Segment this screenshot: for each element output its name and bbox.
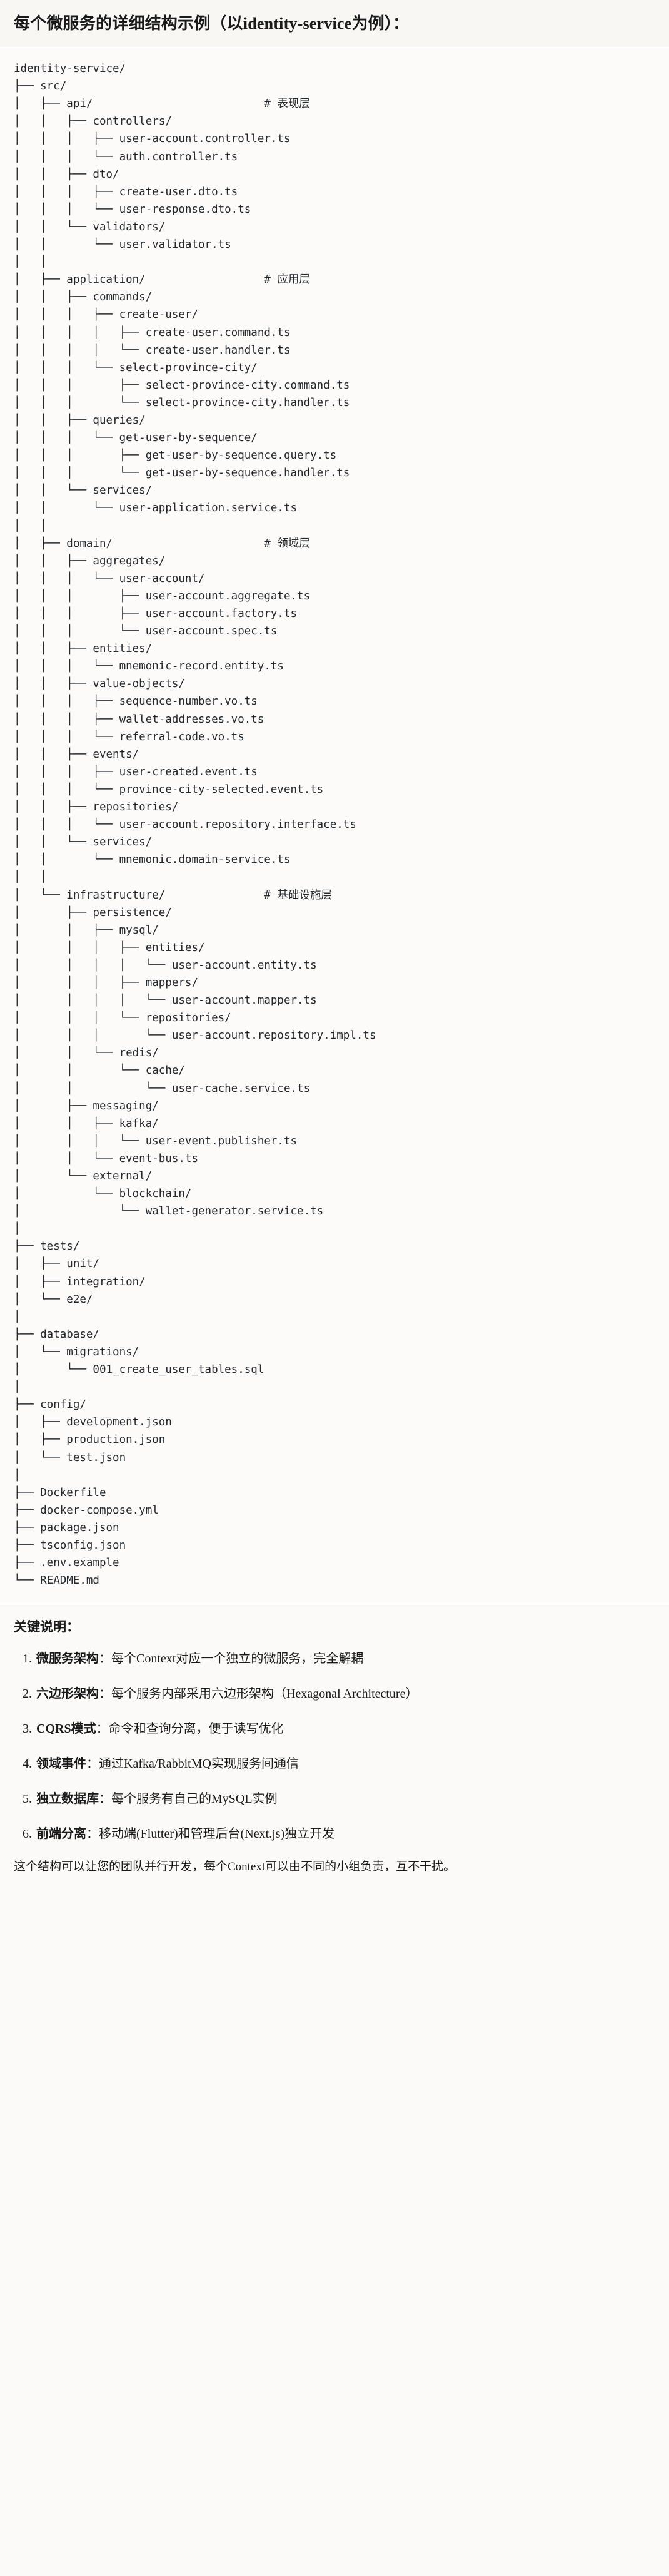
list-item: CQRS模式：命令和查询分离，便于读写优化 — [35, 1720, 655, 1738]
note-separator: ： — [99, 1651, 111, 1666]
key-notes-section: 关键说明： 微服务架构：每个Context对应一个独立的微服务，完全解耦 六边形… — [0, 1606, 669, 1893]
note-separator: ： — [86, 1756, 99, 1771]
note-term: 领域事件 — [36, 1756, 86, 1771]
list-item: 独立数据库：每个服务有自己的MySQL实例 — [35, 1790, 655, 1808]
directory-tree: identity-service/ ├── src/ │ ├── api/ # … — [14, 63, 376, 1587]
note-separator: ： — [99, 1686, 111, 1701]
key-notes-list: 微服务架构：每个Context对应一个独立的微服务，完全解耦 六边形架构：每个服… — [14, 1650, 655, 1843]
note-separator: ： — [99, 1791, 111, 1806]
note-description: 每个服务内部采用六边形架构（Hexagonal Architecture） — [111, 1686, 418, 1701]
list-item: 前端分离：移动端(Flutter)和管理后台(Next.js)独立开发 — [35, 1825, 655, 1843]
note-description: 每个Context对应一个独立的微服务，完全解耦 — [111, 1651, 364, 1666]
note-description: 通过Kafka/RabbitMQ实现服务间通信 — [99, 1756, 299, 1771]
note-description: 移动端(Flutter)和管理后台(Next.js)独立开发 — [99, 1826, 335, 1841]
page-title: 每个微服务的详细结构示例（以identity-service为例）： — [14, 14, 410, 33]
closing-paragraph: 这个结构可以让您的团队并行开发，每个Context可以由不同的小组负责，互不干扰… — [14, 1860, 456, 1873]
note-term: CQRS模式 — [36, 1721, 96, 1736]
list-item: 领域事件：通过Kafka/RabbitMQ实现服务间通信 — [35, 1755, 655, 1773]
note-description: 每个服务有自己的MySQL实例 — [111, 1791, 278, 1806]
list-item: 六边形架构：每个服务内部采用六边形架构（Hexagonal Architectu… — [35, 1685, 655, 1703]
key-notes-heading: 关键说明： — [14, 1619, 79, 1635]
note-term: 前端分离 — [36, 1826, 86, 1841]
note-separator: ： — [96, 1721, 109, 1736]
note-separator: ： — [86, 1826, 99, 1841]
note-description: 命令和查询分离，便于读写优化 — [108, 1721, 284, 1736]
note-term: 微服务架构 — [36, 1651, 99, 1666]
document-header: 每个微服务的详细结构示例（以identity-service为例）： — [0, 0, 669, 47]
document-page: 每个微服务的详细结构示例（以identity-service为例）： ident… — [0, 0, 669, 1892]
note-term: 六边形架构 — [36, 1686, 99, 1701]
note-term: 独立数据库 — [36, 1791, 99, 1806]
list-item: 微服务架构：每个Context对应一个独立的微服务，完全解耦 — [35, 1650, 655, 1668]
directory-tree-block: identity-service/ ├── src/ │ ├── api/ # … — [0, 46, 669, 1607]
